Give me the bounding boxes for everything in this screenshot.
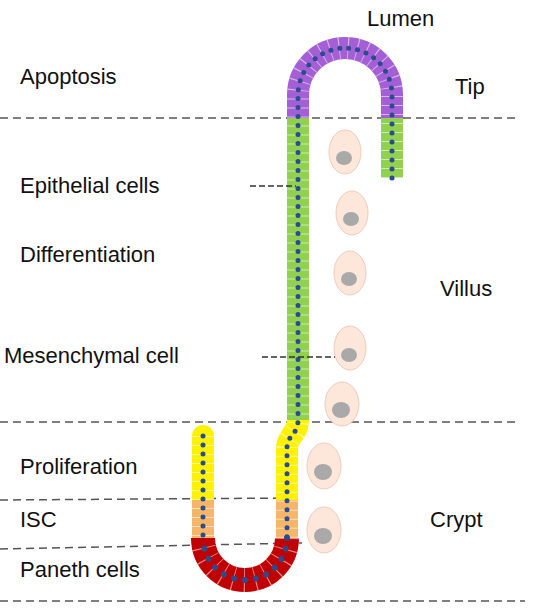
differentiated-epithelium	[298, 118, 392, 420]
region-label: Proliferation	[20, 454, 137, 479]
proliferating-epithelium	[203, 420, 298, 500]
epithelial-nuclei	[287, 48, 392, 538]
zone-divider	[0, 117, 520, 119]
zone-divider	[0, 600, 525, 602]
cell-nucleus	[343, 212, 359, 226]
cell-boundaries	[203, 538, 287, 580]
zone-divider	[0, 543, 302, 549]
cell-nucleus	[341, 348, 357, 362]
mesenchymal-cells	[307, 130, 368, 553]
mesenchymal-cell	[329, 130, 361, 174]
apoptotic-epithelium	[298, 48, 392, 118]
mesenchymal-cell	[334, 251, 366, 295]
region-label: Villus	[440, 276, 492, 301]
mesenchymal-cell	[307, 507, 341, 553]
mesenchymal-cell	[334, 326, 366, 370]
leader-lines	[250, 186, 335, 357]
zone-dividers	[0, 118, 525, 601]
mesenchymal-cell	[325, 382, 359, 426]
cell-nucleus	[336, 151, 352, 165]
cell-nucleus	[314, 528, 332, 544]
region-label: Paneth cells	[20, 557, 140, 582]
paneth-epithelium	[203, 538, 287, 580]
mesenchymal-cell	[336, 191, 368, 235]
epithelial-nuclei	[201, 436, 206, 538]
stem-cell-epithelium	[203, 500, 287, 538]
region-label: Apoptosis	[20, 64, 117, 89]
zone-divider	[0, 421, 520, 423]
region-label: Crypt	[430, 507, 483, 532]
region-label: Lumen	[367, 6, 434, 31]
region-label: Tip	[455, 74, 485, 99]
region-label: Differentiation	[20, 242, 155, 267]
epithelium	[192, 48, 392, 580]
leader-line	[262, 356, 335, 358]
region-label: Epithelial cells	[20, 173, 159, 198]
cell-boundaries	[287, 48, 392, 538]
cell-nucleus	[332, 402, 350, 418]
mesenchymal-cell	[307, 443, 341, 489]
cell-nucleus	[341, 272, 357, 286]
cell-boundaries	[192, 436, 214, 538]
leader-line	[250, 185, 296, 187]
region-label: Mesenchymal cell	[4, 343, 179, 368]
epithelial-nuclei	[203, 538, 287, 580]
zone-divider	[0, 498, 292, 500]
cell-nucleus	[314, 464, 332, 480]
region-label: ISC	[20, 507, 57, 532]
